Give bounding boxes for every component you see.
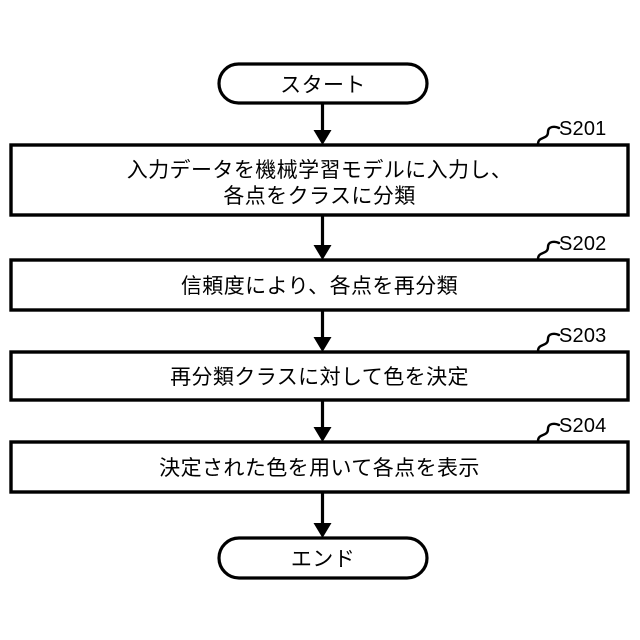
start-terminator-label: スタート: [280, 74, 366, 97]
process-box-s202: [9, 258, 630, 312]
process-label-s203: 再分類クラスに対して色を決定: [170, 366, 469, 389]
end-terminator-shape: [217, 536, 429, 580]
process-box-s204: [9, 440, 630, 494]
arrowhead-start-to-s201: [313, 130, 332, 145]
step-label-s201: S201: [559, 118, 607, 140]
step-label-s202: S202: [559, 233, 607, 255]
process-label-s204: 決定された色を用いて各点を表示: [159, 457, 480, 480]
arrowhead-s201-to-s202: [313, 245, 332, 260]
leader-curl-s203: [536, 332, 561, 353]
leader-curl-s201: [536, 125, 561, 146]
step-label-s203: S203: [559, 325, 607, 347]
arrowhead-s204-to-end: [313, 523, 332, 538]
process-box-s201: [9, 143, 630, 217]
end-terminator-label: エンド: [290, 548, 356, 571]
leader-curl-s204: [536, 422, 561, 443]
leader-curl-s202: [536, 240, 561, 261]
process-label-s201-line1: 入力データを機械学習モデルに入力し、: [126, 159, 513, 182]
process-box-s203: [9, 350, 630, 402]
arrowhead-s203-to-s204: [313, 427, 332, 442]
arrowhead-s202-to-s203: [313, 337, 332, 352]
process-label-s201-line2: 各点をクラスに分類: [223, 185, 416, 208]
process-label-s202: 信頼度により、各点を再分類: [180, 275, 459, 298]
step-label-s204: S204: [559, 415, 607, 437]
